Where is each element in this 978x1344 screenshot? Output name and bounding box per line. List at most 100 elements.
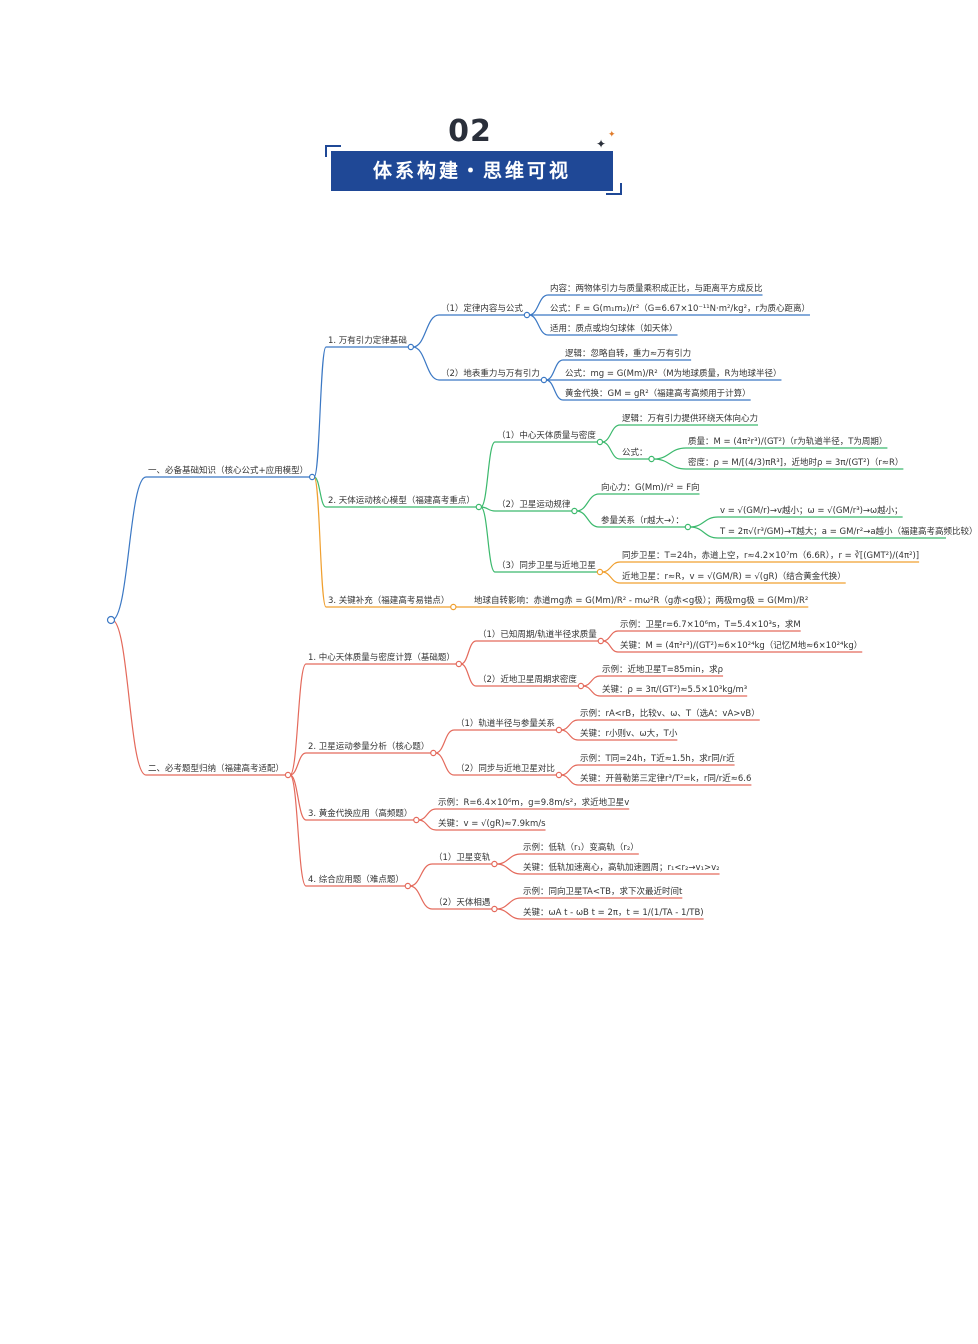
leaf-period-acceleration: T = 2π√(r³/GM)→T越大；a = GM/r²→a越小（福建高考高频比… xyxy=(720,527,978,537)
leaf-example: 示例：T同=24h，T近≈1.5h，求r同/r近 xyxy=(580,754,735,764)
connector-b2c1b2 xyxy=(582,685,601,697)
connector-b2c2a xyxy=(435,729,455,754)
junction-b2c4 xyxy=(404,882,412,890)
connector-b1c3 xyxy=(313,476,327,608)
banner-bracket-bottom-right xyxy=(606,183,622,195)
connector-b2c4a1 xyxy=(496,853,522,865)
junction-b2c2b xyxy=(555,771,563,779)
node-exam-types: 二、必考题型归纳（福建高考适配） xyxy=(148,764,285,774)
leaf-example: 示例：近地卫星T=85min，求ρ xyxy=(602,665,724,675)
connector-b1c1b xyxy=(412,346,440,381)
junction-b1c1b xyxy=(540,376,548,384)
mindmap-connectors xyxy=(106,294,946,920)
leaf-law-content: 内容：两物体引力与质量乘积成正比，与距离平方成反比 xyxy=(550,284,763,294)
leaf-mass-formula: 质量：M = (4π²r³)/(GT²)（r为轨道半径，T为周期） xyxy=(688,437,888,447)
leaf-key: 关键：v = √(gR)≈7.9km/s xyxy=(438,819,546,829)
node-orbit-change: （1）卫星变轨 xyxy=(434,853,491,863)
sparkle-small-icon: ✦ xyxy=(608,130,616,140)
section-number: 02 xyxy=(448,114,492,149)
junction-b1c1a xyxy=(523,311,531,319)
junction-b1 xyxy=(308,473,316,481)
connector-b1 xyxy=(111,476,147,621)
leaf-example: 示例：rA<rB，比较v、ω、T（选A：vA>vB） xyxy=(580,709,760,719)
connector-b1c2a2b xyxy=(653,458,687,470)
leaf-key: 关键：开普勒第三定律r³/T²=k，r同/r近≈6.6 xyxy=(580,774,752,784)
connector-b1c1 xyxy=(313,346,327,478)
connector-b2c2b xyxy=(435,752,455,776)
leaf-earth-rotation: 地球自转影响：赤道mg赤 = G(Mm)/R² - mω²R（g赤<g极）；两极… xyxy=(474,596,809,606)
node-mass-density-calc: 1. 中心天体质量与密度计算（基础题） xyxy=(308,653,455,663)
leaf-key: 关键：M = (4π²r³)/(GT²)≈6×10²⁴kg（记忆M地≈6×10²… xyxy=(620,641,863,651)
junction-b1c2a xyxy=(596,438,604,446)
leaf-law-scope: 适用：质点或均匀球体（如天体） xyxy=(550,324,678,334)
connector-b2c2 xyxy=(289,752,307,776)
connector-b1c2 xyxy=(313,476,327,508)
connector-b2c31 xyxy=(418,808,437,821)
connector-b1c1a xyxy=(412,314,440,348)
leaf-key: 关键：ρ = 3π/(GT²)≈5.5×10³kg/m³ xyxy=(602,685,748,695)
leaf-example: 示例：卫星r=6.7×10⁶m，T=5.4×10³s，求M xyxy=(620,620,801,630)
node-near-period-density: （2）近地卫星周期求密度 xyxy=(478,675,577,685)
leaf-gravity-formula: 公式：mg = G(Mm)/R²（M为地球质量，R为地球半径） xyxy=(565,369,782,379)
connector-b2c32 xyxy=(418,819,437,831)
junction-b2c1b xyxy=(577,682,585,690)
connector-b1c2c1 xyxy=(601,561,621,573)
banner-bracket-top-left xyxy=(325,145,341,157)
node-key-supplement: 3. 关键补充（福建高考易错点） xyxy=(328,596,450,606)
connector-b1c2b2b xyxy=(689,526,719,539)
connector-b2c2a1 xyxy=(560,719,579,731)
node-law-content: （1）定律内容与公式 xyxy=(441,304,523,314)
leaf-law-formula: 公式：F = G(m₁m₂)/r²（G=6.67×10⁻¹¹N·m²/kg²，r… xyxy=(550,304,810,314)
connector-b1c1b3 xyxy=(545,379,564,401)
junction-b1c2b xyxy=(571,507,578,515)
node-celestial-motion: 2. 天体运动核心模型（福建高考重点） xyxy=(328,496,475,506)
leaf-key: 关键：ωA t - ωB t = 2π，t = 1/(1/TA - 1/TB) xyxy=(523,908,704,918)
connector-b1c1a1 xyxy=(528,294,549,316)
node-formula: 公式： xyxy=(622,448,648,458)
leaf-centripetal-force: 向心力：G(Mm)/r² = F向 xyxy=(601,483,700,493)
node-golden-substitution-app: 3. 黄金代换应用（高频题） xyxy=(308,809,413,819)
section-title-banner: 体系构建・思维可视 xyxy=(331,151,613,191)
junction-b2c2 xyxy=(430,749,437,757)
leaf-example: 示例：R=6.4×10⁶m，g=9.8m/s²，求近地卫星v xyxy=(438,798,630,808)
connector-b2c4 xyxy=(289,774,307,887)
node-known-period-mass: （1）已知周期/轨道半径求质量 xyxy=(478,630,597,640)
junction-b1c1 xyxy=(407,343,415,351)
connector-b2c4b xyxy=(409,885,433,910)
connector-b2c1b1 xyxy=(582,675,601,687)
connector-b1c2b2 xyxy=(576,510,600,528)
node-gravitation-basics: 1. 万有引力定律基础 xyxy=(328,336,407,346)
connector-b2c2b2 xyxy=(560,774,579,786)
junction-b1c2a2 xyxy=(648,455,655,463)
leaf-velocity-omega: v = √(GM/r)→v越小；ω = √(GM/r³)→ω越小； xyxy=(720,506,903,516)
connector-b2c1a1 xyxy=(602,630,619,642)
connector-b1c1b1 xyxy=(545,359,564,381)
node-satellite-laws: （2）卫星运动规律 xyxy=(497,500,571,510)
junction-b2c1 xyxy=(455,660,463,668)
leaf-density-formula: 密度：ρ = M/[(4/3)πR³]，近地时ρ = 3π/(GT²)（r≈R） xyxy=(688,458,904,468)
junction-b1c2 xyxy=(475,503,483,511)
node-comprehensive-app: 4. 综合应用题（难点题） xyxy=(308,875,404,885)
junction-b1c2b2 xyxy=(684,523,692,531)
connector-b1c2c2 xyxy=(601,571,621,584)
connector-b1c2b xyxy=(480,506,496,512)
connector-b1c2c xyxy=(480,506,496,573)
junction-b2 xyxy=(284,771,292,779)
node-basic-knowledge: 一、必备基础知识（核心公式+应用模型） xyxy=(148,466,309,476)
connector-b2c1a2 xyxy=(602,640,619,653)
node-sync-vs-near: （2）同步与近地卫星对比 xyxy=(456,764,555,774)
node-surface-gravity: （2）地表重力与万有引力 xyxy=(441,369,540,379)
junction-b2c4a xyxy=(491,860,498,868)
leaf-near-satellite: 近地卫星：r≈R，v = √(GM/R) = √(gR)（结合黄金代换） xyxy=(622,572,846,582)
root-node xyxy=(106,615,116,625)
connector-b1c1a3 xyxy=(528,314,549,336)
node-sync-near-satellite: （3）同步卫星与近地卫星 xyxy=(497,561,596,571)
connector-b1c2b1 xyxy=(576,493,600,512)
junction-b2c3 xyxy=(413,816,420,824)
connector-b1c2a xyxy=(480,441,496,508)
leaf-key: 关键：r小则v、ω大，T小 xyxy=(580,729,678,739)
junction-b2c2a xyxy=(555,726,563,734)
node-radius-params: （1）轨道半径与参量关系 xyxy=(456,719,555,729)
connector-b2c4b2 xyxy=(496,908,522,920)
leaf-centripetal-logic: 逻辑：万有引力提供环绕天体向心力 xyxy=(622,414,759,424)
